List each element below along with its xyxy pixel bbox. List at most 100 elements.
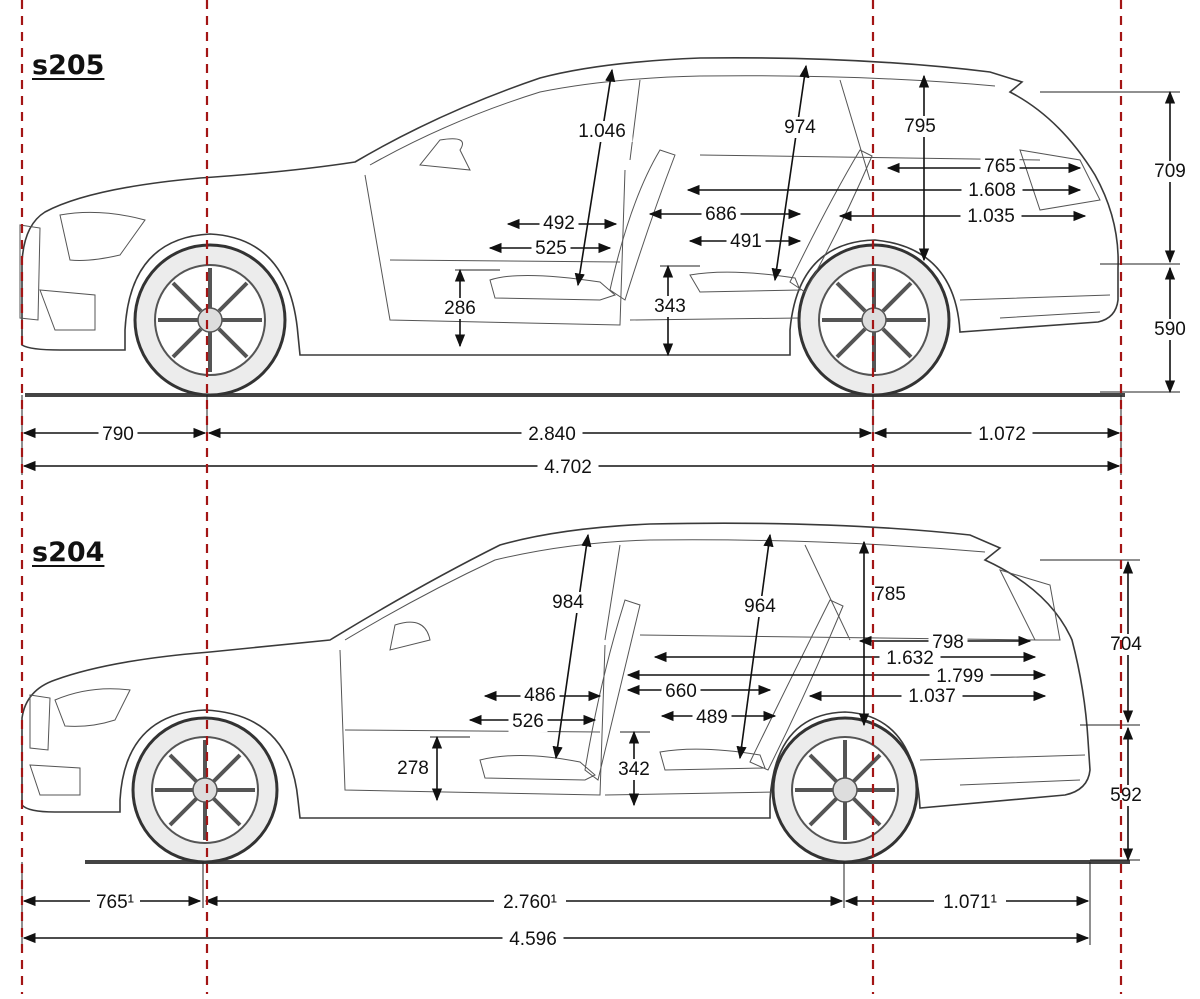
dim-label-s205-front-overhang: 790 (102, 424, 134, 445)
dim-label-s204-rear-legroom: 660 (665, 681, 697, 702)
dim-label-s204-wheelbase: 2.760¹ (503, 892, 557, 913)
car-window-line-s204 (344, 539, 1041, 641)
front-wheel-s204 (131, 716, 279, 864)
dim-line-s204-front-headroom (552, 533, 592, 760)
dim-label-s204-cargo-width: 798 (932, 632, 964, 653)
dim-label-s205-front-seat-height: 286 (444, 298, 476, 319)
dim-label-s204-cargo-length-full: 1.799 (936, 666, 984, 687)
dim-label-s204-front-seat-depth: 526 (512, 711, 544, 732)
car-front-details-s205 (19, 211, 146, 331)
dim-label-bg-s204-rear-seat-depth (692, 707, 732, 728)
dim-label-bg-s204-front-legroom (520, 685, 560, 706)
dim-label-s205-rear-legroom: 686 (705, 204, 737, 225)
dim-label-bg-s205-rear-overhang (971, 424, 1033, 445)
dim-label-s205-rear-overhang: 1.072 (978, 424, 1026, 445)
dim-label-s205-rear-height: 709 (1154, 161, 1186, 182)
dim-label-bg-s205-front-legroom (539, 213, 579, 234)
car-door-lines-s204 (339, 621, 776, 796)
dim-label-s205-front-legroom: 492 (543, 213, 575, 234)
dim-label-bg-s205-rear-height (1150, 161, 1190, 182)
dim-label-bg-s205-front-seat-depth (531, 238, 571, 259)
dim-label-s204-rear-headroom: 964 (744, 596, 776, 617)
dim-label-s204-length: 4.596 (509, 929, 557, 950)
dim-label-s205-cargo-height: 795 (904, 116, 936, 137)
car-body-s204 (21, 522, 1091, 819)
dim-label-bg-s205-rear-seat-height (650, 296, 690, 317)
dim-line-s205-rear-headroom (771, 64, 810, 282)
model-title-s204: s204 (32, 537, 105, 568)
dim-label-bg-s204-cargo-height (870, 584, 910, 605)
dim-label-s204-cargo-height: 785 (874, 584, 906, 605)
dim-label-bg-s204-cargo-length-full (929, 666, 991, 687)
dim-label-bg-s205-cargo-length (960, 206, 1022, 227)
dim-label-s205-lower-height: 590 (1154, 319, 1186, 340)
dim-label-bg-s205-front-headroom (571, 121, 633, 142)
dim-label-bg-s204-rear-overhang (934, 892, 1006, 913)
car-door-lines-s205 (364, 138, 801, 326)
dim-label-bg-s204-lower-height (1106, 785, 1146, 806)
dim-label-bg-s205-cargo-length-max (961, 180, 1023, 201)
dim-label-s205-rear-seat-depth: 491 (730, 231, 762, 252)
rear-wheel-s204 (771, 716, 919, 864)
dim-label-bg-s204-front-seat-depth (508, 711, 548, 732)
dim-label-s205-wheelbase: 2.840 (528, 424, 576, 445)
dim-label-bg-s204-wheelbase (494, 892, 566, 913)
car-s204 (21, 522, 1130, 864)
dim-label-s205-cargo-width: 765 (984, 156, 1016, 177)
dim-label-bg-s205-rear-headroom (780, 117, 820, 138)
dim-label-bg-s204-rear-legroom (661, 681, 701, 702)
dim-label-bg-s205-rear-legroom (701, 204, 741, 225)
dim-label-bg-s205-cargo-width (980, 156, 1020, 177)
dim-label-s204-front-seat-height: 278 (397, 758, 429, 779)
car-s205 (19, 56, 1125, 397)
dim-label-s204-cargo-length-max: 1.632 (886, 648, 934, 669)
car-rear-details-s204 (919, 569, 1086, 786)
dim-label-s204-rear-seat-height: 342 (618, 759, 650, 780)
dim-label-bg-s204-length (502, 929, 564, 950)
dim-label-bg-s204-cargo-length-max (879, 648, 941, 669)
dim-line-s205-front-headroom (574, 68, 616, 287)
reference-lines (20, 0, 1123, 994)
dim-line-s204-rear-headroom (736, 533, 774, 760)
front-wheel-s205 (133, 243, 287, 397)
dim-label-bg-s205-front-overhang (98, 424, 138, 445)
dim-label-s205-rear-headroom: 974 (784, 117, 816, 138)
dim-label-bg-s205-lower-height (1150, 319, 1190, 340)
dim-label-bg-s204-front-seat-height (393, 758, 433, 779)
dim-label-s204-rear-overhang: 1.071¹ (943, 892, 997, 913)
dim-label-s205-cargo-length: 1.035 (967, 206, 1015, 227)
dim-label-s205-length: 4.702 (544, 457, 592, 478)
seats-s205 (489, 149, 873, 301)
dim-label-bg-s204-rear-headroom (740, 596, 780, 617)
dim-label-s205-front-headroom: 1.046 (578, 121, 626, 142)
dim-label-s204-front-legroom: 486 (524, 685, 556, 706)
dim-label-bg-s204-front-overhang (90, 892, 140, 913)
model-title-s205: s205 (32, 50, 105, 81)
dim-label-bg-s204-rear-seat-height (614, 759, 654, 780)
dim-label-s204-cargo-length: 1.037 (908, 686, 956, 707)
car-front-details-s204 (29, 688, 131, 796)
dim-label-s204-rear-height: 704 (1110, 634, 1142, 655)
dim-label-bg-s205-wheelbase (521, 424, 583, 445)
dim-label-s204-front-overhang: 765¹ (96, 892, 134, 913)
dim-label-s205-front-seat-depth: 525 (535, 238, 567, 259)
dim-label-bg-s205-length (537, 457, 599, 478)
dim-label-bg-s205-front-seat-height (440, 298, 480, 319)
seats-s204 (479, 599, 844, 781)
car-window-line-s205 (369, 75, 1041, 181)
dim-label-s205-rear-seat-height: 343 (654, 296, 686, 317)
dimension-lines: 790 2.840 1.072 4.702 709 590 1.046 974 795 765 1.… (21, 64, 1190, 950)
car-body-s205 (21, 56, 1119, 356)
dim-label-bg-s205-cargo-height (900, 116, 940, 137)
dim-label-bg-s204-cargo-width (928, 632, 968, 653)
dim-label-bg-s204-rear-height (1106, 634, 1146, 655)
dim-label-s204-front-headroom: 984 (552, 592, 584, 613)
dim-label-bg-s204-front-headroom (548, 592, 588, 613)
dim-label-s205-cargo-length-max: 1.608 (968, 180, 1016, 201)
dim-label-bg-s205-rear-seat-depth (726, 231, 766, 252)
dim-label-s204-lower-height: 592 (1110, 785, 1142, 806)
dim-label-s204-rear-seat-depth: 489 (696, 707, 728, 728)
dim-label-bg-s204-cargo-length (901, 686, 963, 707)
